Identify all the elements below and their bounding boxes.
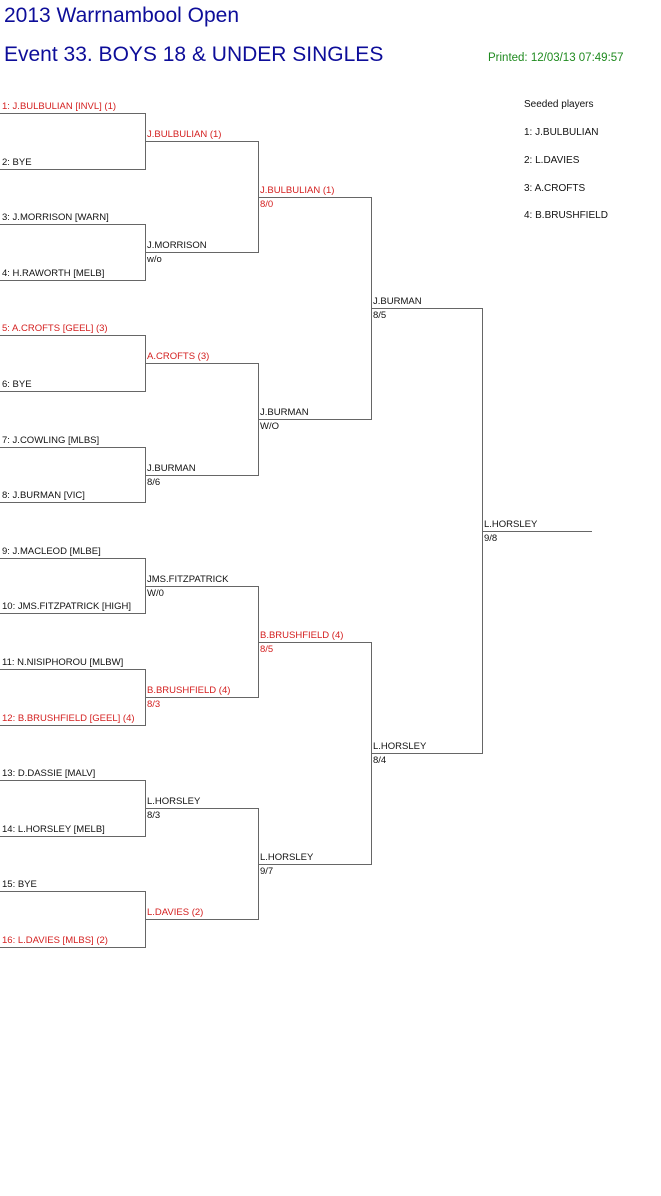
winner-name: J.BULBULIAN (1) [147, 129, 222, 140]
bracket-line [0, 502, 145, 503]
match-score: 8/5 [373, 310, 387, 321]
player-entry: 10: JMS.FITZPATRICK [HIGH] [2, 601, 131, 612]
player-entry: 4: H.RAWORTH [MELB] [2, 268, 105, 279]
player-entry: 1: J.BULBULIAN [INVL] (1) [2, 101, 117, 112]
bracket-line [258, 864, 371, 865]
match-score: 9/7 [260, 866, 274, 877]
bracket-line [145, 697, 258, 698]
bracket-line [258, 197, 371, 198]
winner-name: J.BULBULIAN (1) [260, 185, 335, 196]
winner-name: L.HORSLEY [147, 796, 201, 807]
bracket-line [0, 113, 145, 114]
bracket-line [145, 475, 258, 476]
player-entry: 13: D.DASSIE [MALV] [2, 768, 96, 779]
winner-name: JMS.FITZPATRICK [147, 574, 229, 585]
bracket-line [0, 224, 145, 225]
winner-name: B.BRUSHFIELD (4) [147, 685, 231, 696]
seed-item: 1: J.BULBULIAN [524, 127, 599, 138]
bracket-line [0, 613, 145, 614]
seed-item: 3: A.CROFTS [524, 183, 586, 194]
match-score: W/0 [147, 588, 164, 599]
player-entry: 16: L.DAVIES [MLBS] (2) [2, 935, 108, 946]
winner-name: L.DAVIES (2) [147, 907, 204, 918]
event-title: Event 33. BOYS 18 & UNDER SINGLES [4, 43, 384, 66]
match-score: 8/5 [260, 644, 274, 655]
winner-name: A.CROFTS (3) [147, 351, 210, 362]
player-entry: 8: J.BURMAN [VIC] [2, 490, 85, 501]
bracket-line [0, 280, 145, 281]
player-entry: 15: BYE [2, 879, 37, 890]
bracket-line [482, 531, 592, 532]
bracket-line [0, 447, 145, 448]
match-score: 8/3 [147, 699, 161, 710]
match-score: 8/3 [147, 810, 161, 821]
bracket-line [371, 308, 482, 309]
bracket-line [145, 252, 258, 253]
seed-item: 2: L.DAVIES [524, 155, 580, 166]
bracket-line [0, 558, 145, 559]
player-entry: 6: BYE [2, 379, 32, 390]
bracket-line [258, 419, 371, 420]
tournament-title: 2013 Warrnambool Open [4, 4, 240, 27]
player-entry: 7: J.COWLING [MLBS] [2, 435, 100, 446]
player-entry: 12: B.BRUSHFIELD [GEEL] (4) [2, 713, 135, 724]
player-entry: 5: A.CROFTS [GEEL] (3) [2, 323, 108, 334]
bracket-line [0, 335, 145, 336]
bracket-line [0, 169, 145, 170]
player-entry: 11: N.NISIPHOROU [MLBW] [2, 657, 124, 668]
bracket-line [0, 391, 145, 392]
bracket-line [0, 836, 145, 837]
player-entry: 3: J.MORRISON [WARN] [2, 212, 109, 223]
bracket-line [145, 586, 258, 587]
bracket-line [258, 642, 371, 643]
bracket-line [371, 753, 482, 754]
bracket-line [145, 363, 258, 364]
printed-timestamp: Printed: 12/03/13 07:49:57 [488, 52, 624, 64]
bracket-line [0, 725, 145, 726]
bracket-line [145, 808, 258, 809]
bracket-line [0, 891, 145, 892]
player-entry: 9: J.MACLEOD [MLBE] [2, 546, 101, 557]
match-score: W/O [260, 421, 279, 432]
match-score: w/o [147, 254, 162, 265]
player-entry: 2: BYE [2, 157, 32, 168]
seeded-players-heading: Seeded players [524, 99, 594, 110]
bracket-line [0, 669, 145, 670]
bracket-line [0, 780, 145, 781]
bracket-line [145, 919, 258, 920]
winner-name: J.MORRISON [147, 240, 207, 251]
winner-name: B.BRUSHFIELD (4) [260, 630, 344, 641]
seed-item: 4: B.BRUSHFIELD [524, 210, 608, 221]
match-score: 9/8 [484, 533, 498, 544]
winner-name: L.HORSLEY [260, 852, 314, 863]
match-score: 8/0 [260, 199, 274, 210]
winner-name: J.BURMAN [373, 296, 422, 307]
match-score: 8/4 [373, 755, 387, 766]
winner-name: J.BURMAN [260, 407, 309, 418]
bracket-line [0, 947, 145, 948]
winner-name: L.HORSLEY [484, 519, 538, 530]
winner-name: J.BURMAN [147, 463, 196, 474]
player-entry: 14: L.HORSLEY [MELB] [2, 824, 105, 835]
bracket-line [145, 141, 258, 142]
winner-name: L.HORSLEY [373, 741, 427, 752]
match-score: 8/6 [147, 477, 161, 488]
